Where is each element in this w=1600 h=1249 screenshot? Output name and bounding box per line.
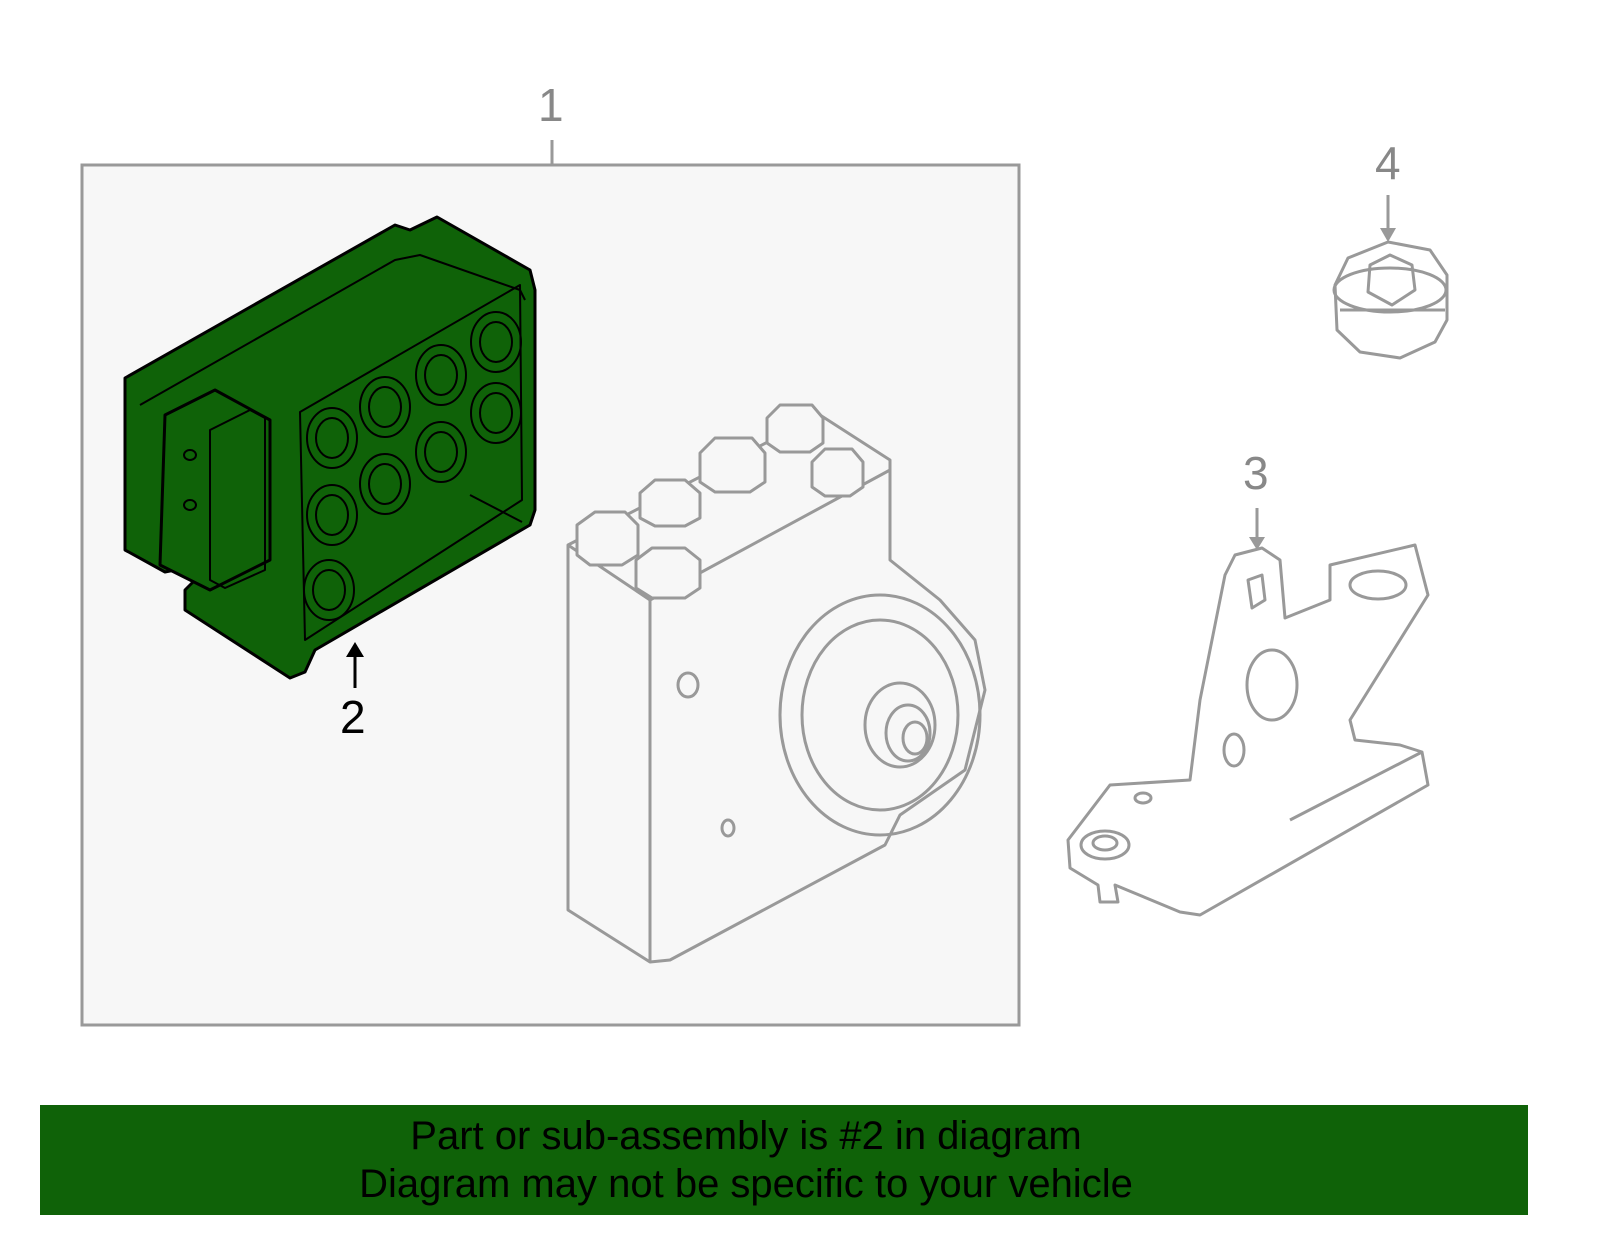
banner-line-1: Part or sub-assembly is #2 in diagram: [410, 1114, 1082, 1158]
callout-2-label: 2: [340, 691, 366, 743]
banner-line-2: Diagram may not be specific to your vehi…: [359, 1162, 1133, 1206]
callout-3-arrow: [1249, 508, 1265, 550]
hydraulic-unit: [566, 403, 987, 964]
callout-3-label: 3: [1243, 447, 1269, 499]
callout-4-arrow: [1380, 195, 1396, 242]
callout-2-arrow: [346, 642, 364, 688]
info-banner: Part or sub-assembly is #2 in diagram Di…: [40, 1105, 1528, 1215]
callout-4-label: 4: [1375, 137, 1401, 189]
callout-1-label: 1: [538, 79, 564, 131]
nut-part-4[interactable]: [1332, 240, 1449, 360]
bracket-part-3[interactable]: [1066, 543, 1430, 917]
control-module-part-2[interactable]: [123, 215, 537, 680]
